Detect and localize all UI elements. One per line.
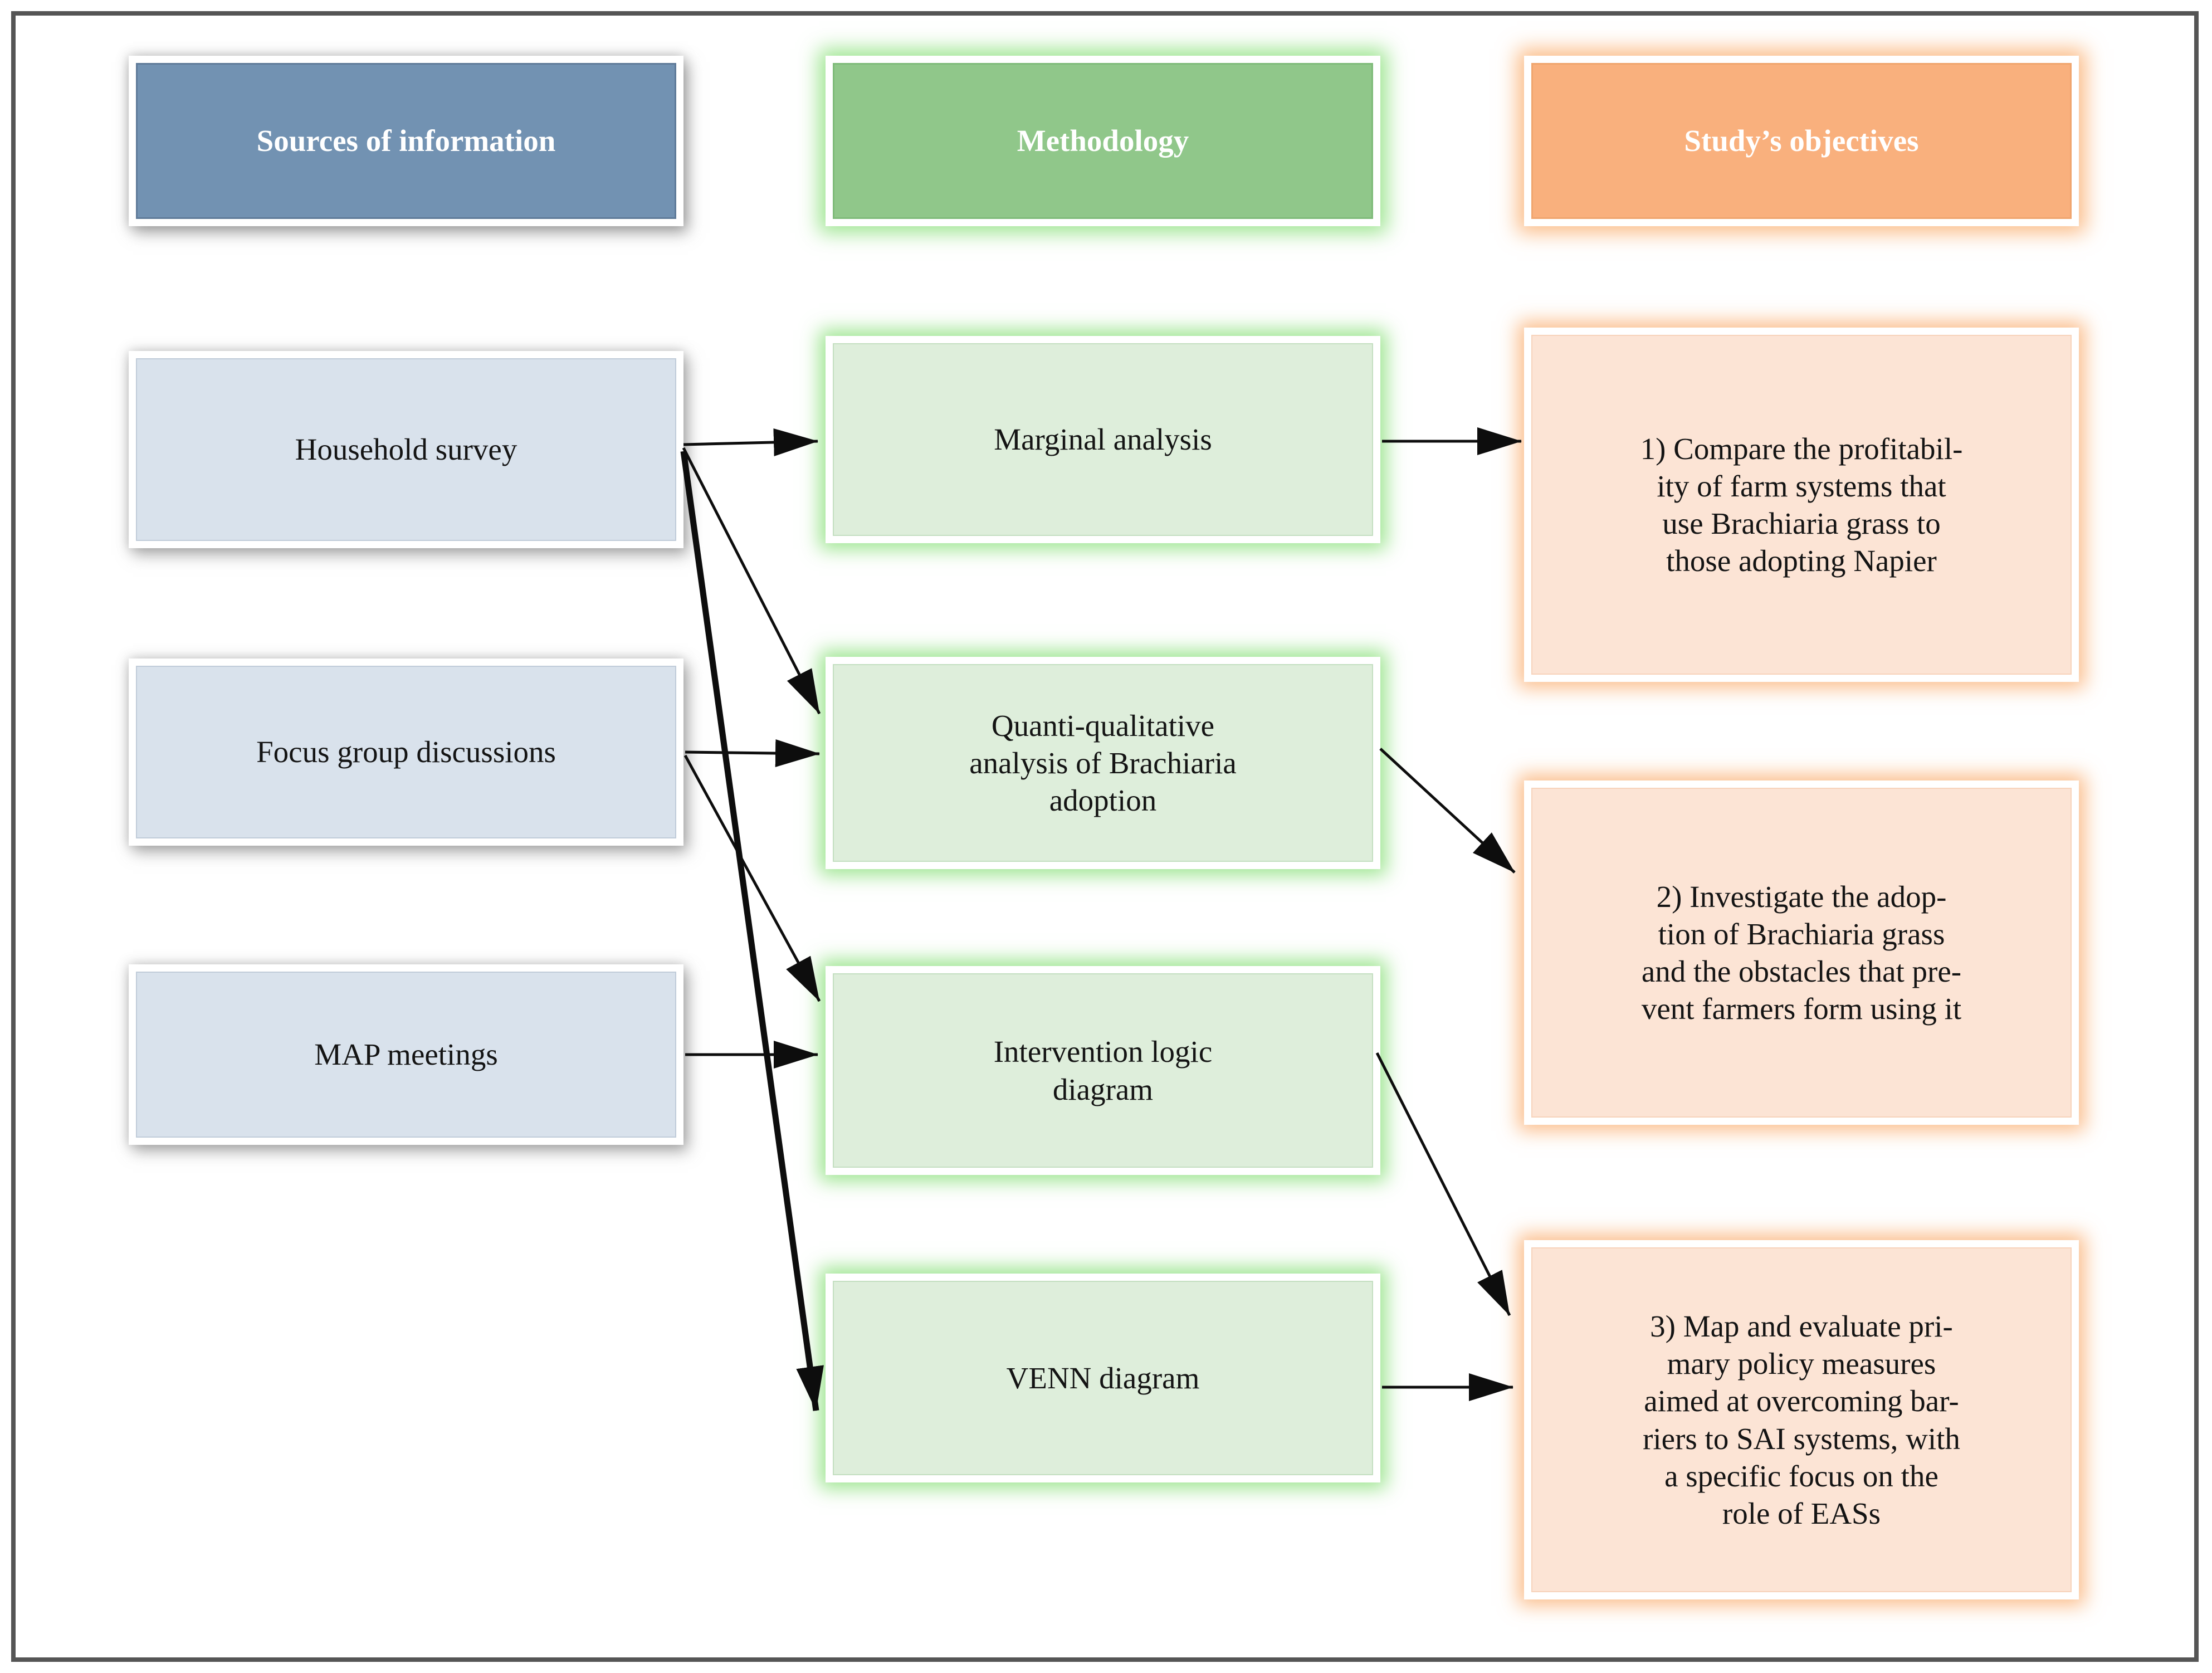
node-quanti-qualitative-analysis: Quanti-qualitative analysis of Brachiari…	[826, 657, 1380, 869]
node-label: MAP meetings	[314, 1037, 498, 1072]
node-venn-diagram: VENN diagram	[826, 1274, 1380, 1482]
node-intervention-logic-diagram: Intervention logic diagram	[826, 966, 1380, 1175]
header-label: Methodology	[1017, 124, 1189, 158]
node-household-survey: Household survey	[129, 351, 683, 548]
node-label: Intervention logic diagram	[993, 1035, 1213, 1106]
figure-border	[11, 11, 2199, 1662]
header-sources-of-information: Sources of information	[129, 56, 683, 226]
node-marginal-analysis: Marginal analysis	[826, 336, 1380, 543]
node-label: Household survey	[295, 432, 517, 467]
header-methodology: Methodology	[826, 56, 1380, 226]
header-study-objectives: Study’s objectives	[1524, 56, 2079, 226]
node-label: 2) Investigate the adop- tion of Brachia…	[1641, 879, 1962, 1026]
node-label: VENN diagram	[1006, 1360, 1200, 1395]
node-label: 3) Map and evaluate pri- mary policy mea…	[1643, 1309, 1960, 1530]
node-objective-2: 2) Investigate the adop- tion of Brachia…	[1524, 781, 2079, 1125]
node-label: Focus group discussions	[256, 735, 556, 769]
node-label: 1) Compare the profitabil- ity of farm s…	[1640, 431, 1963, 578]
node-map-meetings: MAP meetings	[129, 964, 683, 1145]
node-objective-3: 3) Map and evaluate pri- mary policy mea…	[1524, 1240, 2079, 1599]
node-label: Marginal analysis	[994, 422, 1212, 457]
header-label: Study’s objectives	[1684, 124, 1919, 158]
node-focus-group-discussions: Focus group discussions	[129, 659, 683, 846]
header-label: Sources of information	[256, 124, 556, 158]
node-objective-1: 1) Compare the profitabil- ity of farm s…	[1524, 328, 2079, 682]
node-label: Quanti-qualitative analysis of Brachiari…	[969, 708, 1237, 818]
